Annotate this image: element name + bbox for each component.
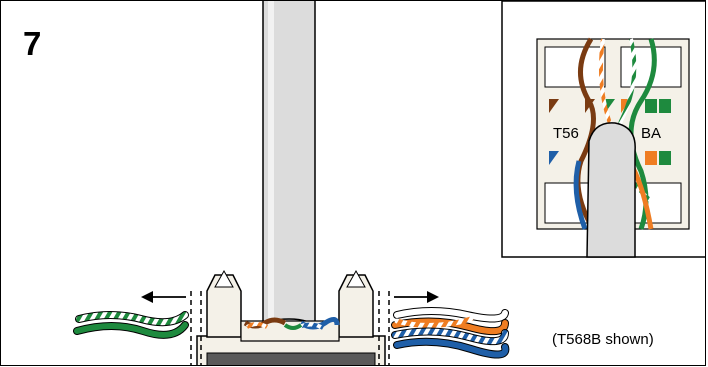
trimmed-wires-left [77, 315, 185, 335]
right-arrow-icon [394, 291, 439, 303]
step-number: 7 [23, 25, 41, 63]
inset-label-right: BA [641, 125, 661, 142]
left-arrow-icon [141, 291, 186, 303]
inset-label-left: T56 [553, 125, 579, 142]
inset-detail: T56 BA [502, 1, 706, 257]
trimmed-wires-right [395, 311, 505, 355]
ethernet-cable [263, 1, 315, 337]
caption: (T568B shown) [552, 331, 654, 348]
